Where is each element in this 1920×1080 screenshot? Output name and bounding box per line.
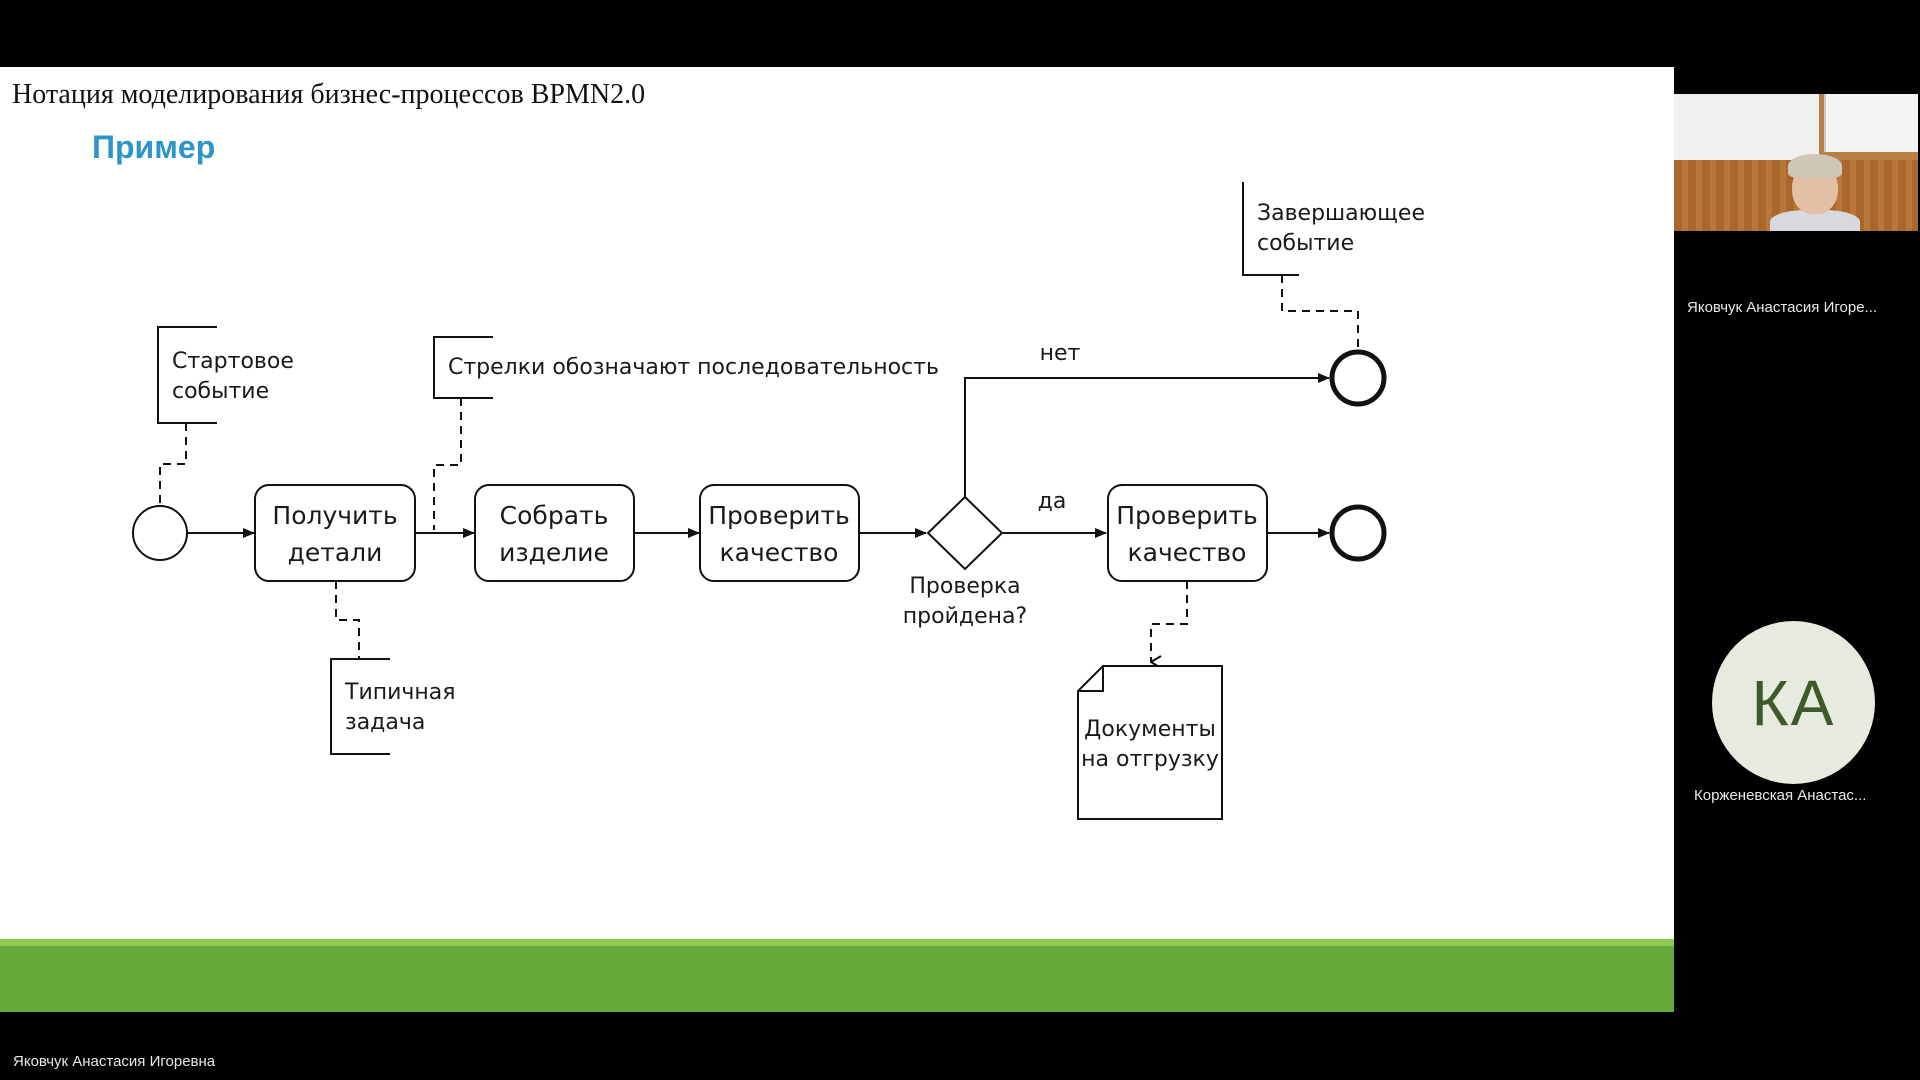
task-get-parts: Получить детали: [254, 484, 416, 582]
annotation-typical-task: Типичная задача: [330, 581, 456, 755]
annotation-task-line1: Типичная: [344, 680, 456, 705]
annotation-end-line2: событие: [1257, 231, 1354, 256]
slide-subtitle: Пример: [92, 129, 216, 165]
gateway-label-line2: пройдена?: [903, 604, 1027, 629]
task-check-quality-final: Проверить качество: [1107, 484, 1268, 582]
task-label-line2: качество: [1128, 538, 1247, 567]
document-label-line1: Документы: [1084, 717, 1216, 742]
task-label-line1: Проверить: [1116, 501, 1258, 530]
task-check-quality: Проверить качество: [699, 484, 860, 582]
task-label-line2: изделие: [499, 538, 609, 567]
data-object-documents: Документы на отгрузку: [1077, 665, 1223, 820]
video-tile-name: Яковчук Анастасия Игоре...: [1687, 299, 1878, 316]
task-label-line2: детали: [288, 538, 383, 567]
end-event-rejected: [1329, 349, 1387, 407]
annotation-start-event: Стартовое событие: [157, 326, 294, 507]
gateway-label-line1: Проверка: [909, 574, 1020, 599]
video-person: [1788, 154, 1842, 178]
association-line: [335, 581, 360, 659]
slide-footer-bar: [0, 939, 1674, 1012]
participant-video-tile[interactable]: [1674, 94, 1918, 231]
association-line: [1281, 275, 1359, 348]
task-assemble-product: Собрать изделие: [474, 484, 635, 582]
bpmn-diagram: Стартовое событие Стрелки обозначают пос…: [132, 182, 1425, 820]
video-person: [1770, 210, 1860, 231]
annotation-start-line1: Стартовое: [172, 349, 294, 374]
annotation-task-line2: задача: [345, 710, 425, 735]
flow-label-no: нет: [1040, 341, 1081, 366]
document-label-line2: на отгрузку: [1081, 747, 1219, 772]
sequence-flow-no: [964, 373, 1330, 497]
participant-avatar[interactable]: КА: [1712, 621, 1875, 784]
flow-label-yes: да: [1038, 489, 1067, 514]
data-association: [1150, 581, 1188, 662]
task-label-line2: качество: [720, 538, 839, 567]
annotation-end-line1: Завершающее: [1257, 201, 1425, 226]
annotation-end-event: Завершающее событие: [1242, 182, 1425, 348]
participant-name: Корженевская Анастас...: [1694, 787, 1867, 804]
annotation-start-line2: событие: [172, 379, 269, 404]
video-background: [1674, 94, 1819, 160]
association-line: [433, 398, 462, 530]
annotation-arrows: Стрелки обозначают последовательность: [433, 336, 939, 530]
task-label-line1: Собрать: [500, 501, 609, 530]
presentation-slide: Нотация моделирования бизнес-процессов B…: [0, 67, 1674, 1012]
annotation-arrows-text: Стрелки обозначают последовательность: [448, 355, 939, 380]
start-event: [132, 505, 188, 561]
task-label-line1: Получить: [272, 501, 397, 530]
video-background: [1824, 94, 1918, 152]
slide-title: Нотация моделирования бизнес-процессов B…: [12, 79, 646, 110]
presenter-name: Яковчук Анастасия Игоревна: [13, 1053, 216, 1070]
task-label-line1: Проверить: [708, 501, 850, 530]
exclusive-gateway: Проверка пройдена?: [903, 495, 1027, 629]
association-line: [159, 423, 187, 507]
end-event-shipped: [1329, 504, 1387, 562]
